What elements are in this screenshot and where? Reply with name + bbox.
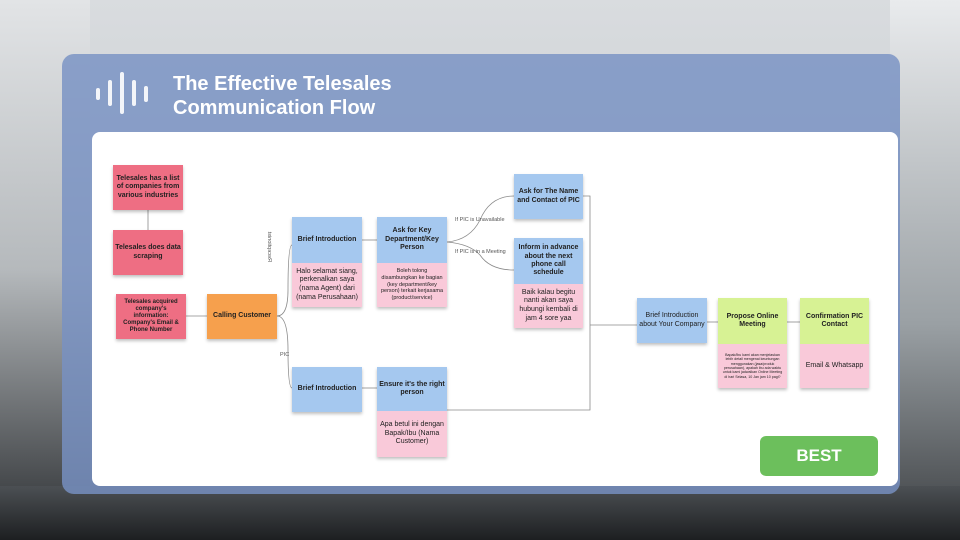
background-office-right bbox=[890, 0, 960, 540]
note-data-scraping: Telesales does data scraping bbox=[113, 230, 183, 275]
note-ask-name-contact: Ask for The Name and Contact of PIC bbox=[514, 174, 583, 219]
label-pic-meeting: If PIC is in a Meeting bbox=[455, 249, 506, 255]
label-pic-unavailable: If PIC is Unavailable bbox=[455, 217, 505, 223]
background-desk bbox=[0, 486, 960, 540]
sound-wave-icon bbox=[96, 72, 148, 114]
best-badge: BEST bbox=[760, 436, 878, 476]
note-inform-schedule: Inform in advance about the next phone c… bbox=[514, 238, 583, 328]
label-pic: PIC bbox=[280, 352, 290, 358]
note-brief-introduction-pic: Brief Introduction bbox=[292, 367, 362, 412]
note-company-list: Telesales has a list of companies from v… bbox=[113, 165, 183, 210]
note-calling-customer: Calling Customer bbox=[207, 294, 277, 339]
note-acquired-info: Telesales acquired company's information… bbox=[116, 294, 186, 339]
note-introduce-company: Brief Introduction about Your Company bbox=[637, 298, 707, 343]
label-receptionist: Receptionist bbox=[266, 231, 272, 262]
